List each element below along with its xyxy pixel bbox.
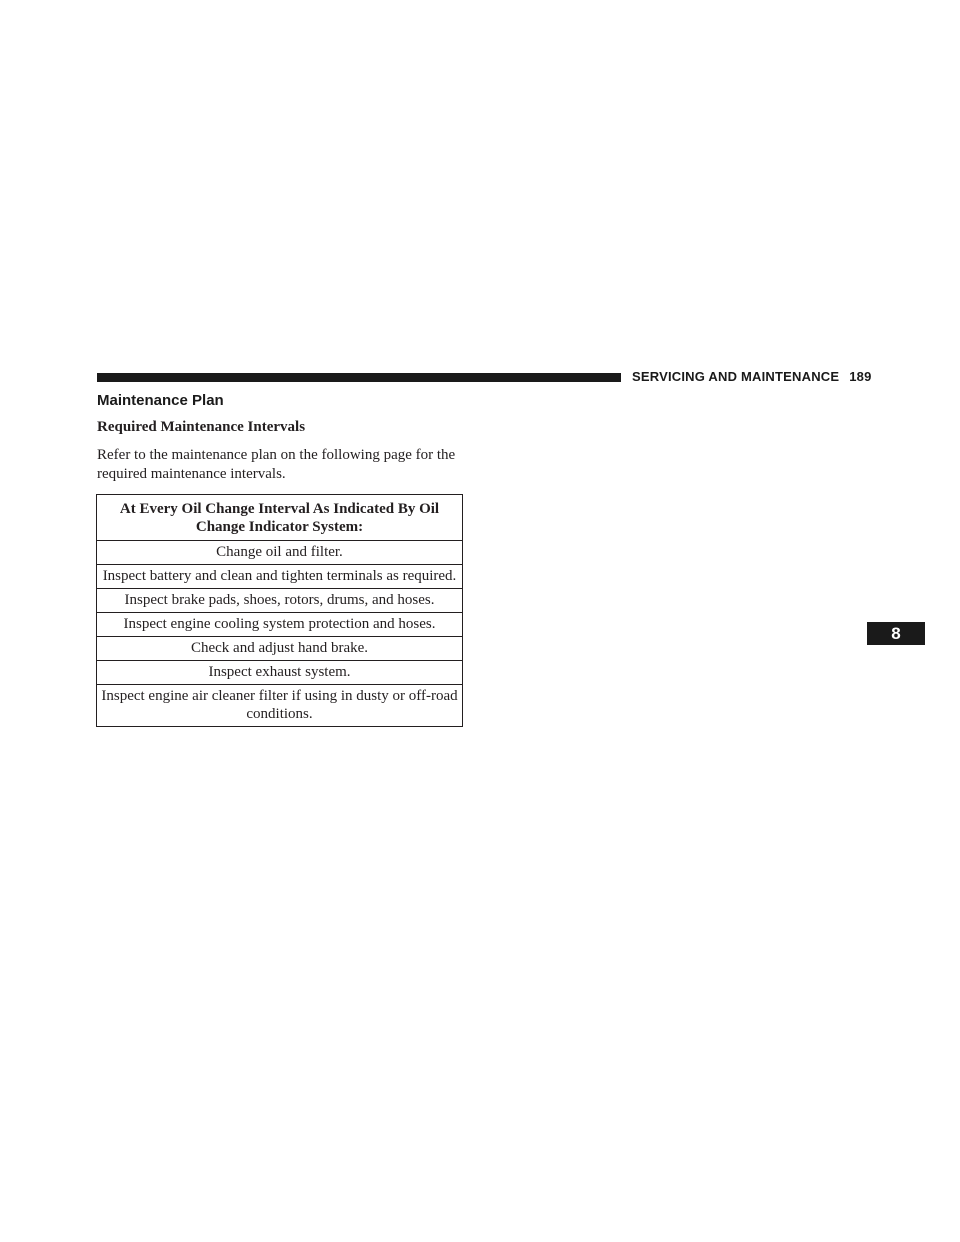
table-cell: Check and adjust hand brake. bbox=[96, 636, 463, 661]
table-header-cell: At Every Oil Change Interval As Indicate… bbox=[96, 494, 463, 541]
table-row: Check and adjust hand brake. bbox=[96, 636, 463, 661]
table-row: Inspect engine air cleaner filter if usi… bbox=[96, 684, 463, 727]
table-row: Inspect battery and clean and tighten te… bbox=[96, 564, 463, 589]
running-header: SERVICING AND MAINTENANCE 189 bbox=[632, 369, 872, 384]
header-rule-bar bbox=[97, 373, 621, 382]
table-row: Inspect engine cooling system protection… bbox=[96, 612, 463, 637]
table-cell: Change oil and filter. bbox=[96, 540, 463, 565]
table-cell: Inspect brake pads, shoes, rotors, drums… bbox=[96, 588, 463, 613]
intro-paragraph: Refer to the maintenance plan on the fol… bbox=[97, 447, 456, 482]
table-cell: Inspect engine cooling system protection… bbox=[96, 612, 463, 637]
table-header-row: At Every Oil Change Interval As Indicate… bbox=[96, 494, 463, 541]
section-title: Maintenance Plan bbox=[97, 392, 224, 409]
table-row: Change oil and filter. bbox=[96, 540, 463, 565]
header-section-label: SERVICING AND MAINTENANCE bbox=[632, 369, 840, 384]
table-row: Inspect exhaust system. bbox=[96, 660, 463, 685]
maintenance-table: At Every Oil Change Interval As Indicate… bbox=[96, 494, 463, 727]
chapter-tab: 8 bbox=[867, 622, 925, 645]
subheading: Required Maintenance Intervals bbox=[97, 419, 306, 435]
table-cell: Inspect engine air cleaner filter if usi… bbox=[96, 684, 463, 727]
page-number: 189 bbox=[849, 369, 872, 384]
table-cell: Inspect exhaust system. bbox=[96, 660, 463, 685]
table-cell: Inspect battery and clean and tighten te… bbox=[96, 564, 463, 589]
table-row: Inspect brake pads, shoes, rotors, drums… bbox=[96, 588, 463, 613]
